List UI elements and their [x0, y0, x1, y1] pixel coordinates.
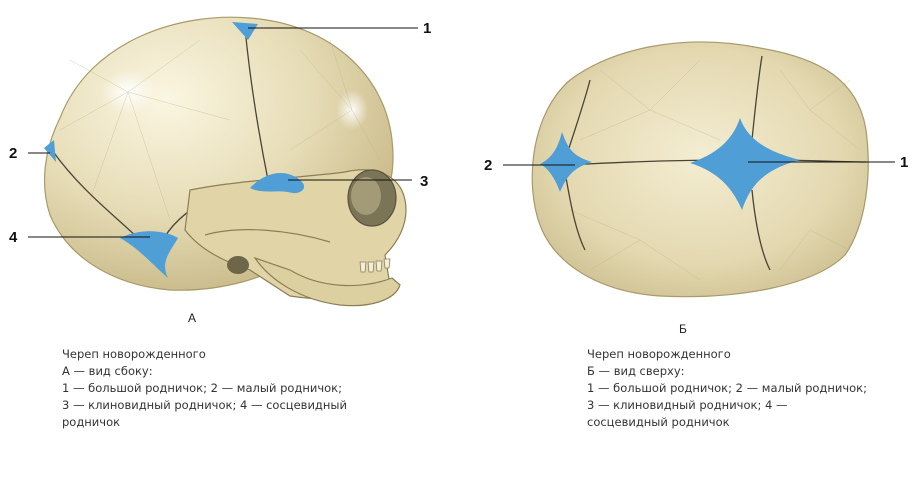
- callout-a-2: 2: [9, 145, 17, 162]
- figure-a-letter: А: [188, 311, 196, 325]
- callout-lines-b: [503, 161, 895, 166]
- callout-a-3: 3: [420, 173, 428, 190]
- mandible: [253, 256, 401, 307]
- bone-texture-b: [569, 59, 861, 281]
- zygomatic-arch: [204, 229, 331, 243]
- ear-opening: [227, 256, 249, 274]
- caption-a: Череп новорожденного А — вид сбоку: 1 — …: [62, 346, 372, 431]
- callout-a-1: 1: [423, 20, 431, 37]
- caption-line: 3 — клиновидный родничок; 4 —: [587, 398, 788, 412]
- caption-line: сосцевидный родничок: [587, 415, 730, 429]
- orbit-inner: [351, 177, 381, 215]
- caption-line: Б — вид сверху:: [587, 364, 685, 378]
- callout-lines-a: [28, 27, 418, 238]
- caption-line: родничок: [62, 415, 121, 429]
- bone-texture: [59, 39, 381, 221]
- fontanelles-b: [540, 118, 800, 210]
- cranial-vault-b: [531, 41, 869, 298]
- caption-line: А — вид сбоку:: [62, 364, 153, 378]
- caption-line: Череп новорожденного: [62, 347, 206, 361]
- fontanelles-a: [44, 22, 305, 278]
- teeth: [359, 258, 391, 273]
- callout-a-4: 4: [9, 229, 18, 246]
- fontanelle-anterior-b: [690, 118, 800, 210]
- fontanelle-mastoid-a: [120, 231, 178, 278]
- fontanelle-anterior-a: [232, 22, 258, 40]
- skull-lateral: [28, 16, 418, 307]
- caption-line: 1 — большой родничок; 2 — малый родничок…: [62, 381, 342, 395]
- figure-b-letter: Б: [679, 322, 687, 336]
- caption-b: Череп новорожденного Б — вид сверху: 1 —…: [587, 346, 897, 431]
- caption-line: Череп новорожденного: [587, 347, 731, 361]
- callout-b-2: 2: [484, 157, 492, 174]
- caption-line: 3 — клиновидный родничок; 4 — сосцевидны…: [62, 398, 347, 412]
- callout-b-1: 1: [900, 154, 908, 171]
- caption-line: 1 — большой родничок; 2 — малый родничок…: [587, 381, 867, 395]
- fontanelle-sphenoid-a: [250, 173, 305, 194]
- fontanelle-posterior-b: [540, 132, 592, 192]
- fontanelle-posterior-a: [44, 140, 56, 162]
- skull-top: [503, 41, 895, 298]
